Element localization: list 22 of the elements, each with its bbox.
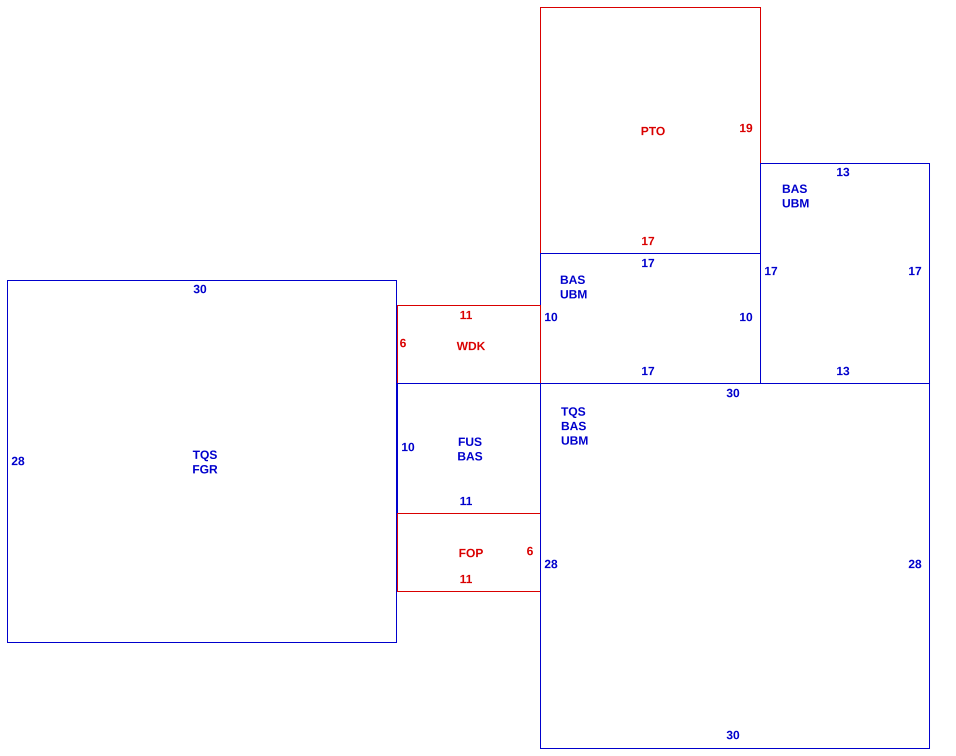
dimension-label: 10: [740, 312, 752, 322]
dimension-label: 11: [460, 496, 472, 506]
dimension-label: 13: [837, 168, 850, 176]
dimension-label: 10: [545, 312, 558, 322]
dimension-label: 28: [908, 560, 922, 568]
dimension-label: 17: [765, 266, 778, 276]
dimension-label: 17: [642, 258, 654, 268]
dimension-label: 30: [726, 730, 740, 740]
dimension-label: 28: [544, 560, 558, 568]
dimension-label: 19: [740, 124, 752, 132]
dimension-label: 17: [909, 266, 922, 276]
dimension-label: 28: [12, 456, 24, 466]
dimension-label: 6: [400, 338, 406, 348]
dimension-label: 17: [642, 236, 654, 246]
dimension-label: 30: [726, 388, 740, 398]
dimension-label: 30: [194, 284, 206, 294]
dimension-label: 11: [460, 574, 472, 584]
dimension-label: 11: [460, 310, 472, 320]
dimension-label: 6: [527, 546, 533, 556]
dimension-label: 10: [402, 442, 414, 452]
dimension-label: 13: [837, 366, 850, 376]
dimension-label: 17: [642, 366, 654, 376]
